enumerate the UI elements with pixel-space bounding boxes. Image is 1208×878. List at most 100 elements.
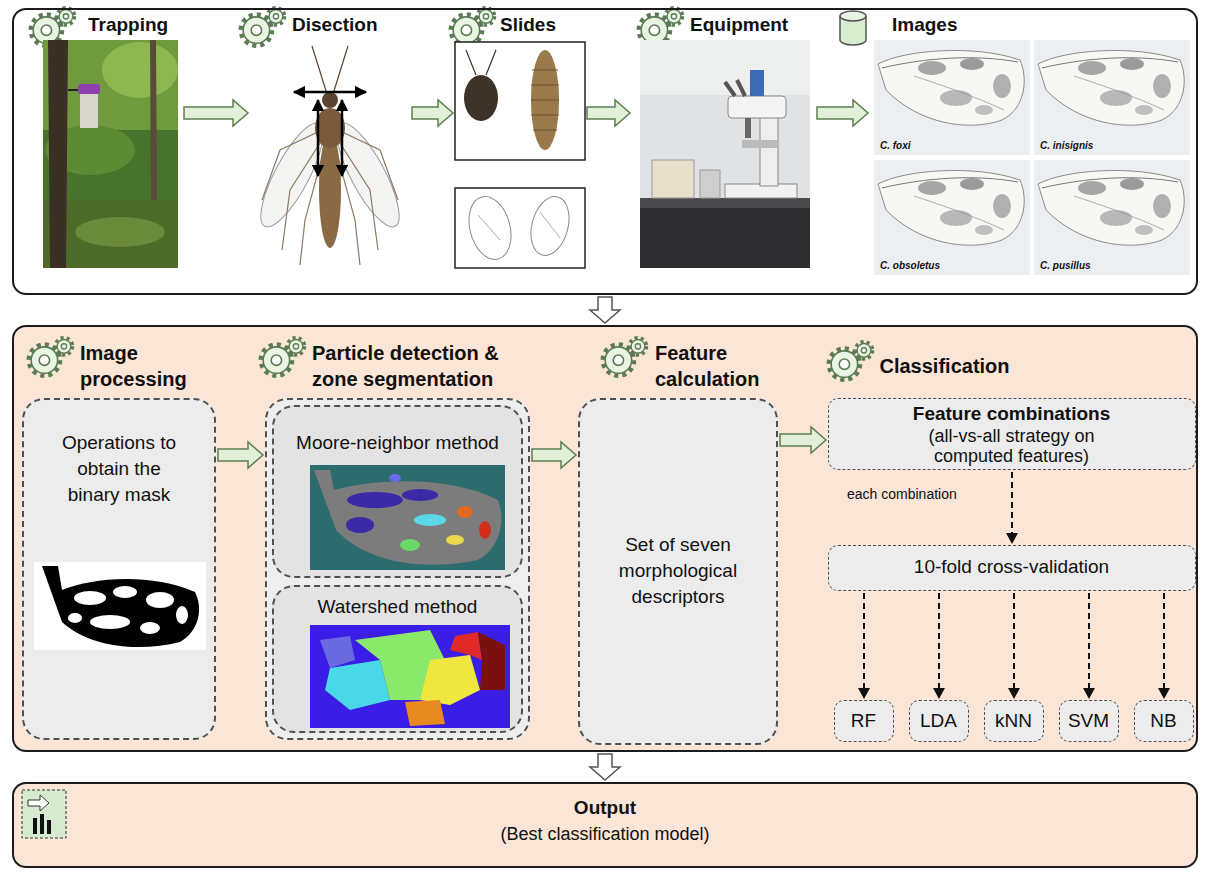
slide-photos bbox=[525, 192, 575, 259]
arrow-head bbox=[1158, 688, 1170, 699]
slide-photos bbox=[478, 212, 560, 240]
step-heading: Slides bbox=[500, 14, 582, 37]
midge-drawing bbox=[315, 108, 345, 148]
pipeline-step: Equipment bbox=[632, 10, 815, 272]
box-text: Set of seven morphological descriptors bbox=[603, 532, 753, 610]
flow-arrow bbox=[1083, 593, 1095, 699]
step-heading: Image processing bbox=[80, 340, 215, 392]
flow-arrow bbox=[184, 100, 248, 126]
box-text: Watershed method bbox=[276, 596, 519, 619]
gear-icon bbox=[261, 338, 304, 375]
trap-photo bbox=[78, 84, 100, 94]
process-box: Feature calculationSet of seven morpholo… bbox=[578, 398, 778, 745]
species-label: C. foxi bbox=[880, 140, 911, 152]
binary-mask bbox=[176, 606, 188, 624]
pipeline-step: Disection bbox=[250, 10, 410, 272]
watershed-segmentation bbox=[420, 655, 480, 705]
wing-images bbox=[874, 40, 1030, 155]
moore-segmentation bbox=[402, 489, 438, 501]
flow-arrow bbox=[590, 297, 620, 323]
box-text: SVM bbox=[1061, 710, 1117, 733]
midge-drawing bbox=[312, 46, 348, 94]
binary-mask bbox=[90, 615, 130, 629]
process-box: Image processingOperations to obtain the… bbox=[22, 398, 216, 740]
binary-mask bbox=[74, 591, 106, 605]
microscope-photo bbox=[640, 40, 810, 268]
watershed-segmentation bbox=[310, 625, 510, 728]
database-icon bbox=[840, 11, 866, 21]
binary-mask bbox=[34, 562, 206, 650]
box-fill bbox=[272, 405, 523, 578]
flow-arrow bbox=[218, 442, 263, 468]
watershed-segmentation bbox=[450, 632, 482, 660]
box-text: Output bbox=[14, 797, 1196, 820]
flow-arrow bbox=[532, 442, 576, 468]
flow-arrow bbox=[590, 297, 620, 323]
process-box: Particle detection & zone segmentationMo… bbox=[265, 398, 530, 740]
midge-drawing bbox=[341, 100, 344, 176]
microscope-photo bbox=[728, 96, 786, 118]
box-fill bbox=[828, 545, 1196, 591]
box-text: Moore-neighbor method bbox=[276, 432, 519, 455]
method-box: Watershed method bbox=[272, 585, 523, 733]
flow-arrow bbox=[780, 427, 826, 453]
slide-photos bbox=[531, 50, 559, 150]
microscope-photo bbox=[640, 198, 810, 208]
box-fill bbox=[1059, 700, 1119, 742]
output-icon bbox=[22, 790, 66, 838]
method-box: Moore-neighbor method bbox=[272, 405, 523, 578]
flow-arrow bbox=[587, 100, 630, 126]
flow-arrow bbox=[938, 593, 940, 689]
flow-arrow bbox=[532, 442, 576, 468]
arrow-head bbox=[1006, 533, 1018, 544]
midge-drawing bbox=[250, 46, 410, 265]
microscope-photo bbox=[700, 170, 720, 198]
slide-photos bbox=[464, 75, 498, 121]
gear-icon bbox=[603, 338, 646, 375]
classifier-box: LDA bbox=[909, 700, 969, 742]
box-fill bbox=[1134, 700, 1194, 742]
step-heading: Feature calculation bbox=[655, 340, 775, 392]
flow-arrow bbox=[412, 100, 453, 126]
process-box: 10-fold cross-validation bbox=[828, 545, 1196, 591]
flow-arrow bbox=[1011, 472, 1013, 534]
classifier-box: SVM bbox=[1059, 700, 1119, 742]
species-label: C. pusillus bbox=[1040, 260, 1091, 272]
pipeline-step: Images bbox=[870, 10, 1194, 278]
box-text: Operations to obtain the binary mask bbox=[49, 430, 189, 508]
box-fill bbox=[578, 398, 778, 745]
species-label: C. obsoletus bbox=[880, 260, 940, 272]
midge-drawing bbox=[322, 92, 338, 108]
step-heading: Particle detection & zone segmentation bbox=[312, 340, 527, 392]
microscope-photo bbox=[742, 140, 778, 148]
flow-arrow bbox=[1163, 593, 1165, 689]
pipeline-step: Trapping bbox=[22, 10, 182, 272]
species-label: C. inisignis bbox=[1040, 140, 1093, 152]
classifier-box: RF bbox=[834, 700, 894, 742]
wing-images bbox=[1034, 160, 1190, 275]
flow-arrow bbox=[817, 100, 868, 126]
microscope-photo bbox=[745, 118, 751, 138]
microscope-photo bbox=[640, 40, 810, 95]
gear-icon bbox=[451, 8, 494, 45]
trap-photo bbox=[75, 217, 165, 247]
watershed-segmentation bbox=[405, 700, 445, 726]
step-heading: Equipment bbox=[690, 14, 812, 37]
moore-segmentation bbox=[400, 539, 420, 551]
slide-photos bbox=[455, 42, 585, 268]
flow-arrow bbox=[1158, 593, 1170, 699]
watershed-segmentation bbox=[310, 625, 510, 728]
arrow-head bbox=[1008, 688, 1020, 699]
flow-arrow bbox=[863, 593, 865, 689]
slide-photos bbox=[466, 50, 496, 75]
gear-icon bbox=[29, 338, 72, 375]
box-text: kNN bbox=[986, 710, 1042, 733]
moore-segmentation bbox=[314, 470, 501, 565]
gear-icon bbox=[241, 8, 284, 45]
box-fill bbox=[22, 398, 216, 740]
flow-arrow bbox=[933, 593, 945, 699]
trap-photo bbox=[80, 94, 98, 128]
step-heading: Trapping bbox=[88, 14, 182, 37]
midge-drawing bbox=[317, 100, 320, 176]
